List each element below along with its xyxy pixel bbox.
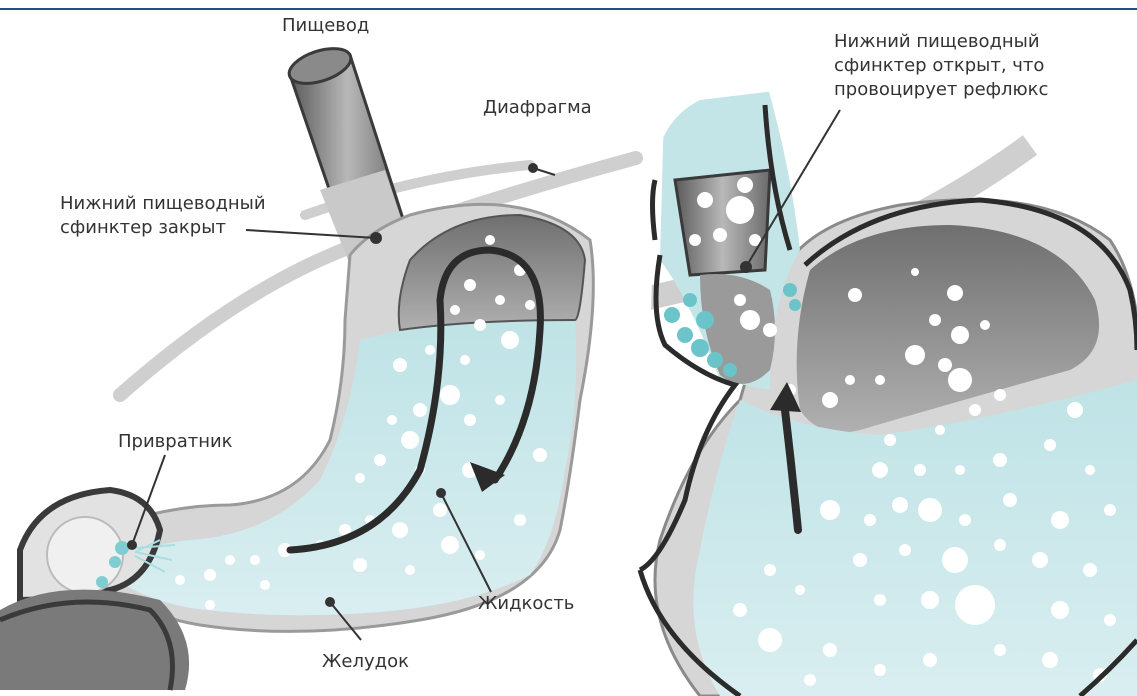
label-fluid: Жидкость — [478, 592, 574, 616]
label-pylorus: Привратник — [118, 430, 233, 454]
right-stomach — [620, 60, 1137, 696]
label-les-closed: Нижний пищеводный сфинктер закрыт — [60, 192, 266, 240]
label-esophagus: Пищевод — [282, 14, 369, 38]
label-les-open: Нижний пищеводный сфинктер открыт, что п… — [834, 30, 1048, 102]
label-stomach: Желудок — [322, 650, 409, 674]
label-diaphragm: Диафрагма — [483, 96, 592, 120]
right-wall-outline — [653, 180, 656, 240]
